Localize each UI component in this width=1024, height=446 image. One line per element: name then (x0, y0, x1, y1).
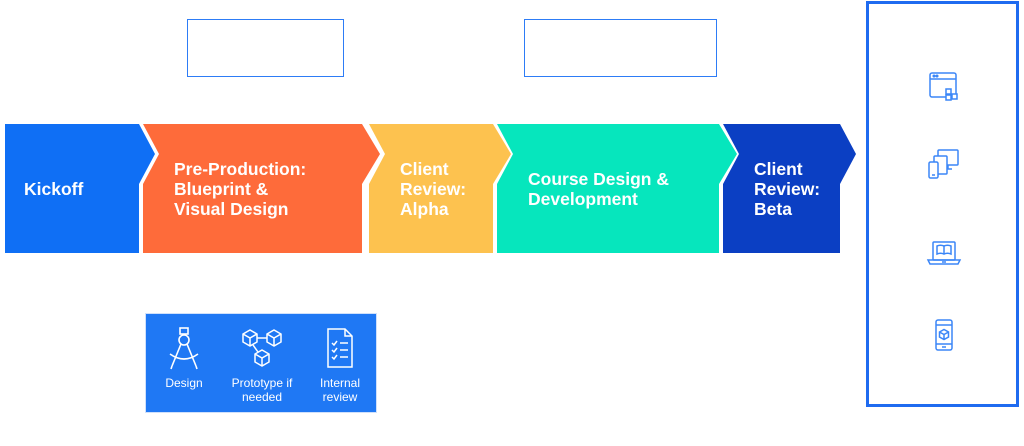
process-timeline (5, 124, 856, 253)
devices-panel (866, 1, 1019, 407)
stage-development-label: Course Design & Development (528, 168, 669, 209)
tool-internal-review: Internal review (312, 326, 368, 404)
stage-beta-shape (723, 124, 856, 253)
tool-internal-review-label: Internal review (319, 376, 361, 404)
laptop-book-icon (926, 241, 962, 265)
stage-alpha-shape (369, 124, 511, 253)
stage-preproduction-shape (143, 124, 380, 253)
tool-prototype-label: Prototype if needed (231, 376, 293, 404)
stage-development-shape (497, 124, 737, 253)
preproduction-tools-box: Design Prototype if needed Internal revi… (145, 313, 377, 413)
browser-window-icon (929, 72, 958, 101)
tool-prototype: Prototype if needed (222, 326, 302, 404)
tool-design: Design (158, 326, 210, 390)
compass-icon (169, 327, 199, 370)
stage-preproduction-label: Pre-Production: Blueprint & Visual Desig… (174, 158, 307, 219)
tool-design-label: Design (165, 376, 203, 390)
checklist-icon (327, 328, 353, 368)
stage-kickoff-label: Kickoff (24, 178, 84, 199)
empty-callout-box-1 (187, 19, 344, 77)
multi-device-icon (928, 149, 959, 179)
stage-alpha-label: Client Review: Alpha (400, 158, 467, 219)
empty-callout-box-2 (524, 19, 717, 77)
stage-kickoff-shape (5, 124, 155, 253)
stage-beta-label: Client Review: Beta (754, 158, 821, 219)
mobile-cube-icon (935, 319, 953, 351)
cubes-icon (242, 329, 282, 367)
